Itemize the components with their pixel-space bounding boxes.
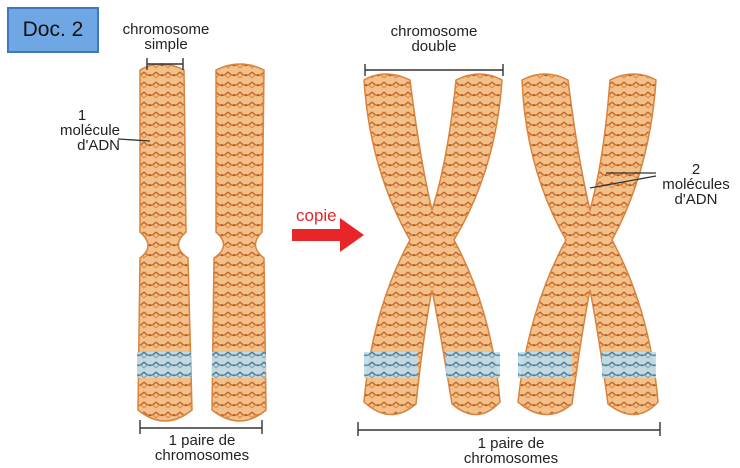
double-chromosome-2	[518, 74, 658, 415]
label-molecules-2-line1: 2	[656, 162, 736, 177]
label-molecules-2-line3: d'ADN	[656, 192, 736, 207]
label-pair-left: 1 paire de chromosomes	[146, 433, 258, 463]
label-copie: copie	[296, 206, 337, 226]
label-chromosome-double-line1: chromosome	[384, 24, 484, 39]
simple-chromosome-1	[137, 64, 192, 421]
bracket-pair-right	[358, 422, 660, 436]
label-chromosome-double: chromosome double	[384, 24, 484, 54]
doc-badge: Doc. 2	[7, 7, 99, 53]
label-molecule-1-line2: molécule	[44, 123, 120, 138]
label-molecules-2: 2 molécules d'ADN	[656, 162, 736, 207]
label-chromosome-simple: chromosome simple	[116, 22, 216, 52]
simple-chromosome-2	[212, 64, 266, 421]
label-molecule-1-line3: d'ADN	[44, 138, 120, 153]
label-pair-left-line1: 1 paire de	[146, 433, 258, 448]
label-molecule-1: 1 molécule d'ADN	[44, 108, 120, 153]
label-molecules-2-line2: molécules	[656, 177, 736, 192]
double-chromosome-1	[364, 74, 502, 415]
label-chromosome-simple-line1: chromosome	[116, 22, 216, 37]
label-pair-right-line1: 1 paire de	[455, 436, 567, 451]
label-molecule-1-line1: 1	[44, 108, 120, 123]
label-chromosome-simple-line2: simple	[116, 37, 216, 52]
label-pair-left-line2: chromosomes	[146, 448, 258, 463]
label-pair-right-line2: chromosomes	[455, 451, 567, 466]
label-chromosome-double-line2: double	[384, 39, 484, 54]
label-pair-right: 1 paire de chromosomes	[455, 436, 567, 466]
